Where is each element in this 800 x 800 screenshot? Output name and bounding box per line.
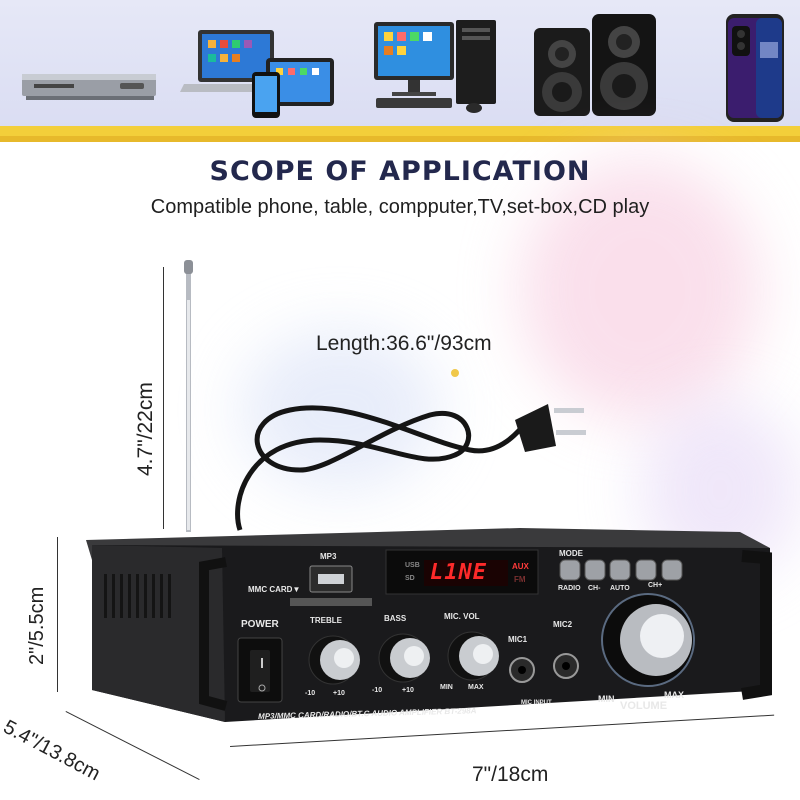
mic-vol-label: MIC. VOL bbox=[444, 612, 480, 621]
mode-label: MODE bbox=[559, 549, 583, 558]
mic1-label: MIC1 bbox=[508, 635, 528, 644]
ch-plus-label: CH+ bbox=[648, 582, 663, 589]
bass-min-label: -10 bbox=[372, 687, 383, 694]
mp3-label: MP3 bbox=[320, 552, 337, 561]
mic-input-label: MIC INPUT bbox=[521, 700, 552, 706]
fm-indicator: FM bbox=[514, 575, 526, 584]
led-display: L1NE bbox=[430, 560, 487, 585]
sd-indicator: SD bbox=[405, 575, 415, 582]
width-label: 7"/18cm bbox=[472, 763, 549, 786]
antenna-dimension-line bbox=[163, 267, 164, 529]
cable-length-label: Length:36.6"/93cm bbox=[316, 332, 492, 355]
desktop-computer-image bbox=[374, 20, 496, 113]
laptop-tablet-image bbox=[180, 30, 334, 118]
page-title: SCOPE OF APPLICATION bbox=[209, 156, 591, 187]
page-subtitle: Compatible phone, table, compputer,TV,se… bbox=[150, 196, 650, 218]
mic2-label: MIC2 bbox=[553, 620, 573, 629]
dvd-player-image bbox=[22, 74, 156, 100]
speakers-image bbox=[534, 14, 656, 116]
auto-label: AUTO bbox=[610, 585, 630, 592]
cable-marker-dot bbox=[451, 369, 459, 377]
mic-vol-min-label: MIN bbox=[440, 684, 453, 691]
volume-max-label: MAX bbox=[664, 690, 684, 700]
bass-label: BASS bbox=[384, 614, 407, 623]
treble-max-label: +10 bbox=[333, 690, 345, 697]
front-height-line bbox=[57, 537, 58, 692]
radio-label: RADIO bbox=[558, 585, 581, 592]
ch-minus-label: CH- bbox=[588, 585, 601, 592]
volume-label: VOLUME bbox=[620, 700, 668, 712]
mmc-card-label: MMC CARD▼ bbox=[248, 585, 301, 594]
background-glow-pink bbox=[520, 160, 760, 420]
bass-max-label: +10 bbox=[402, 687, 414, 694]
banner-stripe-shadow bbox=[0, 136, 800, 142]
volume-min-label: MIN bbox=[598, 694, 615, 704]
treble-label: TREBLE bbox=[310, 616, 342, 625]
aux-indicator: AUX bbox=[512, 562, 529, 571]
usb-indicator: USB bbox=[405, 562, 420, 569]
power-label: POWER bbox=[241, 619, 279, 630]
treble-min-label: -10 bbox=[305, 690, 316, 697]
mic-vol-max-label: MAX bbox=[468, 684, 484, 691]
smartphone-image bbox=[726, 14, 784, 122]
